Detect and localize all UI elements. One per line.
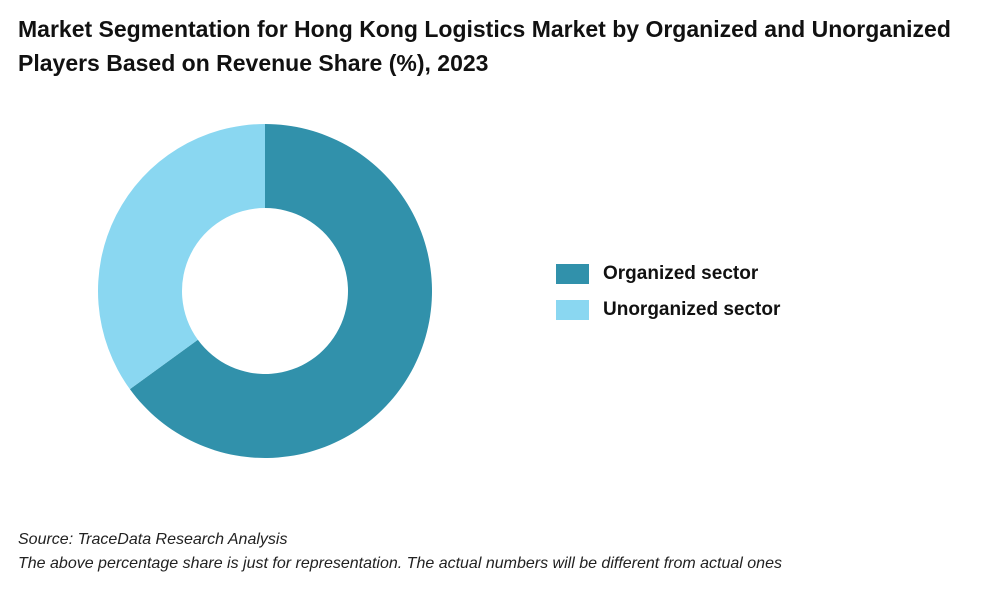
- legend-label-organized: Organized sector: [603, 263, 759, 284]
- source-note: Source: TraceData Research Analysis: [18, 531, 288, 548]
- chart-legend: Organized sector Unorganized sector: [556, 261, 856, 333]
- legend-swatch-unorganized: [556, 300, 589, 320]
- legend-label-unorganized: Unorganized sector: [603, 299, 781, 320]
- chart-footer: Source: TraceData Research Analysis The …: [18, 528, 978, 576]
- legend-swatch-organized: [556, 264, 589, 284]
- legend-item-unorganized: Unorganized sector: [556, 297, 856, 323]
- slice-organized: [129, 124, 432, 458]
- chart-title: Market Segmentation for Hong Kong Logist…: [18, 16, 951, 76]
- disclaimer-note: The above percentage share is just for r…: [18, 555, 782, 572]
- legend-item-organized: Organized sector: [556, 261, 856, 287]
- slice-unorganized: [97, 124, 265, 390]
